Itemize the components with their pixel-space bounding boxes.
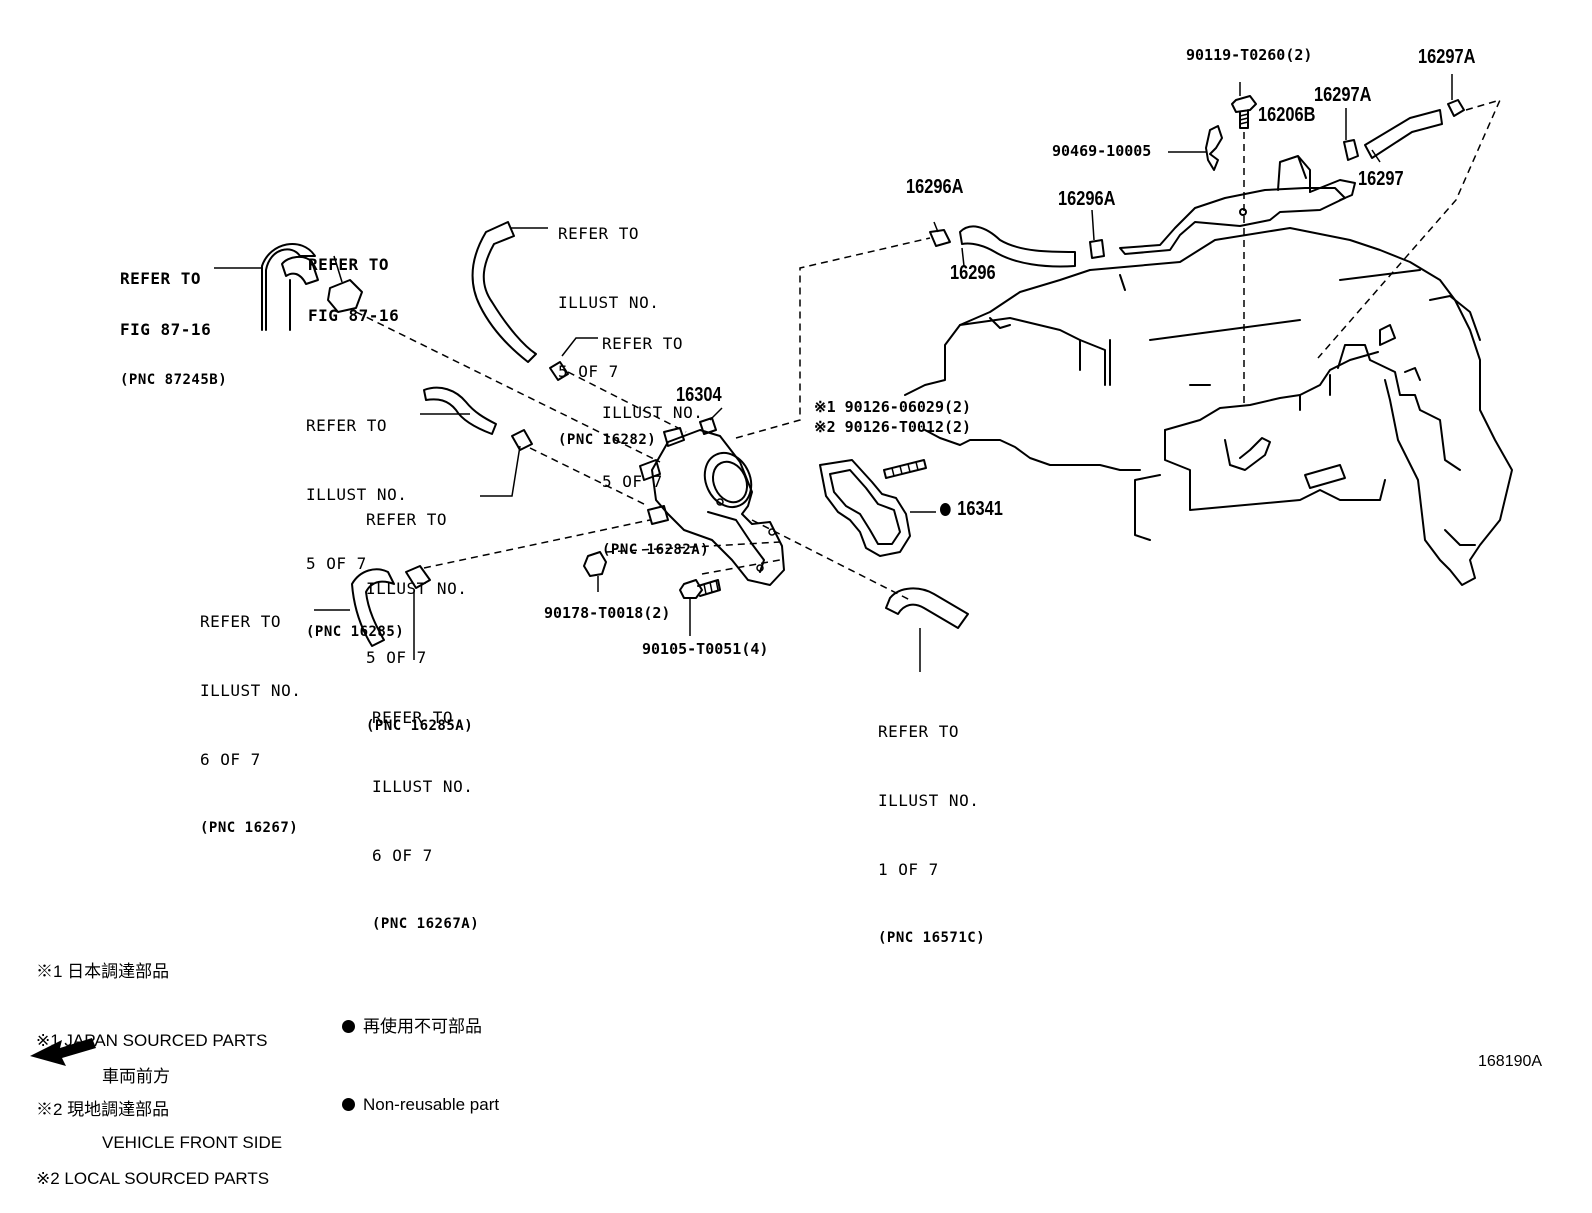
ref-line: 5 OF 7 — [366, 648, 427, 667]
ref-line: 6 OF 7 — [372, 846, 433, 865]
part-number-16297[interactable]: 16297 — [1358, 168, 1404, 190]
ref-pnc-16571c-label: REFER TO ILLUST NO. 1 OF 7 (PNC 16571C) — [878, 674, 985, 973]
ref-pnc-16285-label: REFER TO ILLUST NO. 5 OF 7 (PNC 16285) — [306, 368, 407, 667]
ref-line: ILLUST NO. — [372, 777, 474, 796]
ref-fig-87-16-label: REFER TO FIG 87-16 (PNC 87245B) — [120, 236, 227, 406]
ref-pnc-16282-label: REFER TO ILLUST NO. 5 OF 7 (PNC 16282) — [558, 176, 659, 475]
part-number-90126-japan[interactable]: ※1 90126-06029(2) — [814, 398, 972, 416]
part-number-16297a-mid[interactable]: 16297A — [1314, 84, 1372, 106]
bracket-16206b-drawing — [1119, 155, 1356, 255]
legend-japan-en: ※1 JAPAN SOURCED PARTS — [36, 1031, 268, 1050]
legend-nr-en: Non-reusable part — [363, 1095, 500, 1114]
ref-line: 1 OF 7 — [878, 860, 939, 879]
ref-line: ILLUST NO. — [306, 485, 408, 504]
ref-line: REFER TO — [366, 510, 448, 529]
part-number-16296a-left[interactable]: 16296A — [906, 176, 964, 198]
legend-non-reusable: 再使用不可部品 Non-reusable part — [342, 962, 499, 1144]
part-number-90105[interactable]: 90105-T0051(4) — [642, 640, 769, 658]
ref-line: 5 OF 7 — [558, 362, 619, 381]
part-number-16297a-top[interactable]: 16297A — [1418, 46, 1476, 68]
parts-diagram-drawing — [30, 74, 1513, 1066]
ref-line: REFER TO — [878, 722, 960, 741]
bolt-90105-drawing — [679, 579, 721, 599]
ref-pnc-16267-label: REFER TO ILLUST NO. 6 OF 7 (PNC 16267) — [200, 564, 301, 863]
pnc-text: (PNC 16267A) — [372, 916, 480, 932]
ref-line: ILLUST NO. — [366, 579, 468, 598]
part-number-90126-local[interactable]: ※2 90126-T0012(2) — [814, 418, 972, 436]
legend-nr-jp: 再使用不可部品 — [363, 1017, 482, 1036]
ref-line: REFER TO — [120, 269, 202, 288]
hose-16296-drawing — [929, 225, 1105, 268]
ref-line: FIG 87-16 — [308, 306, 400, 325]
ref-line: REFER TO — [306, 416, 388, 435]
pnc-text: (PNC 16282) — [558, 432, 657, 448]
ref-line: REFER TO — [308, 255, 390, 274]
non-reusable-dot-icon — [342, 1098, 355, 1111]
legend-front-en: VEHICLE FRONT SIDE — [102, 1133, 283, 1152]
ref-pnc-16267a-label: REFER TO ILLUST NO. 6 OF 7 (PNC 16267A) — [372, 660, 479, 959]
ref-line: REFER TO — [558, 224, 640, 243]
hose-16297-drawing — [1343, 99, 1465, 161]
legend-vehicle-front: 車両前方 VEHICLE FRONT SIDE — [102, 1022, 282, 1176]
engine-block-outline — [904, 227, 1513, 586]
part-number-90178[interactable]: 90178-T0018(2) — [544, 604, 671, 622]
stud-90126-drawing — [883, 459, 927, 479]
gasket-16341-drawing — [819, 459, 911, 557]
nut-90178-drawing — [583, 551, 607, 577]
legend-nr-jp-row: 再使用不可部品 — [342, 1014, 499, 1040]
figure-id: 168190A — [1478, 1053, 1543, 1070]
pnc-text: (PNC 16571C) — [878, 930, 986, 946]
ref-line: REFER TO — [200, 612, 282, 631]
leader-lines — [214, 74, 1453, 672]
pnc-text: (PNC 16285) — [306, 624, 405, 640]
part-number-16296[interactable]: 16296 — [950, 262, 996, 284]
part-number-90119[interactable]: 90119-T0260(2) — [1186, 46, 1313, 64]
part-number-16304[interactable]: 16304 — [676, 384, 722, 406]
ref-line: REFER TO — [372, 708, 454, 727]
ref-fig-87-16-clamp-label: REFER TO FIG 87-16 — [308, 222, 399, 341]
ref-pnc-16282a-label: REFER TO ILLUST NO. 5 OF 7 (PNC 16282A) — [602, 286, 709, 585]
pnc-text: (PNC 16282A) — [602, 542, 710, 558]
pnc-text: (PNC 16285A) — [366, 718, 474, 734]
non-reusable-dot-icon — [342, 1020, 355, 1033]
bolt-90119-drawing — [1231, 95, 1257, 129]
ref-pnc-16285a-label: REFER TO ILLUST NO. 5 OF 7 (PNC 16285A) — [366, 462, 473, 761]
part-number-16206b[interactable]: 16206B — [1258, 104, 1316, 126]
ref-line: FIG 87-16 — [120, 320, 212, 339]
ref-line: 5 OF 7 — [602, 472, 663, 491]
ref-line: ILLUST NO. — [878, 791, 980, 810]
ref-line: 5 OF 7 — [306, 554, 367, 573]
ref-line: REFER TO — [602, 334, 684, 353]
ref-line: ILLUST NO. — [602, 403, 704, 422]
vehicle-front-arrow-icon — [30, 1038, 96, 1066]
non-reusable-dot-icon — [940, 503, 951, 516]
legend-nr-en-row: Non-reusable part — [342, 1092, 499, 1118]
legend-front-jp: 車両前方 — [102, 1067, 170, 1086]
pnc-text: (PNC 16267) — [200, 820, 299, 836]
part-number-16296a-right[interactable]: 16296A — [1058, 188, 1116, 210]
ref-line: ILLUST NO. — [200, 681, 302, 700]
assembly-lines — [355, 98, 1502, 601]
part-number-text: 16341 — [957, 498, 1003, 520]
ref-hoses-drawing — [261, 221, 969, 647]
legend-japan-jp: ※1 日本調達部品 — [36, 962, 170, 981]
part-number-16341[interactable]: 16341 — [940, 498, 1003, 521]
ref-line: ILLUST NO. — [558, 293, 660, 312]
ref-line: 6 OF 7 — [200, 750, 261, 769]
part-number-90469[interactable]: 90469-10005 — [1052, 142, 1152, 160]
pnc-text: (PNC 87245B) — [120, 372, 228, 388]
clip-90469-drawing — [1205, 125, 1223, 171]
